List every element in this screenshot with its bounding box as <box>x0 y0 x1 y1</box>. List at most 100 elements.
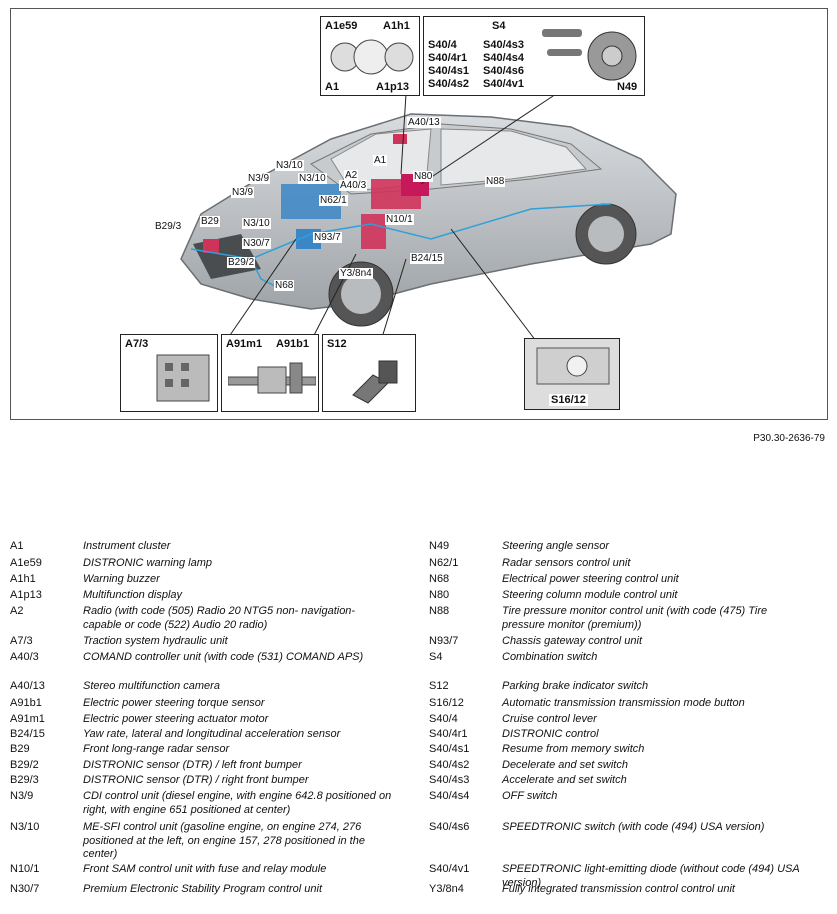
callout-label: B29 <box>200 216 220 227</box>
legend-code: A40/13 <box>10 680 45 692</box>
inset-label: S16/12 <box>549 394 588 406</box>
inset-power-steering: A91m1 A91b1 <box>221 334 319 412</box>
legend-description: Accelerate and set switch <box>502 774 627 786</box>
legend-description: Radar sensors control unit <box>502 557 631 569</box>
legend-code: A2 <box>10 605 24 617</box>
mode-button-icon <box>536 347 610 385</box>
inset-label: S40/4s4 <box>483 52 524 64</box>
legend-code: S40/4v1 <box>429 863 470 875</box>
legend-description: Instrument cluster <box>83 540 171 552</box>
callout-label: N62/1 <box>319 195 348 206</box>
legend-code: B29/2 <box>10 759 39 771</box>
legend-description: Parking brake indicator switch <box>502 680 649 692</box>
legend-code: B29 <box>10 743 30 755</box>
legend-code: A40/3 <box>10 651 39 663</box>
steering-rack-icon <box>228 362 316 394</box>
legend-description: Decelerate and set switch <box>502 759 628 771</box>
inset-label: A1 <box>325 81 340 93</box>
legend-description: Electric power steering torque sensor <box>83 697 265 709</box>
legend-description: Electrical power steering control unit <box>502 573 679 585</box>
legend-description: Multifunction display <box>83 589 183 601</box>
legend-code: Y3/8n4 <box>429 883 464 895</box>
legend-description: SPEEDTRONIC light-emitting diode (withou… <box>502 863 800 889</box>
legend-code: A91b1 <box>10 697 42 709</box>
inset-label: A91b1 <box>276 338 310 350</box>
legend-code: N62/1 <box>429 557 459 569</box>
callout-label: A40/3 <box>339 180 368 191</box>
legend-description: Yaw rate, lateral and longitudinal accel… <box>83 728 341 740</box>
callout-label: A1 <box>373 155 388 166</box>
legend-description: CDI control unit (diesel engine, with en… <box>83 790 392 816</box>
legend-description: Steering angle sensor <box>502 540 610 552</box>
callout-label: N3/10 <box>275 160 304 171</box>
legend-code: S40/4s3 <box>429 774 470 786</box>
legend-code: N80 <box>429 589 450 601</box>
legend-description: Front SAM control unit with fuse and rel… <box>83 863 327 875</box>
legend-code: N88 <box>429 605 450 617</box>
legend-code: A1p13 <box>10 589 42 601</box>
inset-parking-brake-switch: S12 <box>322 334 416 412</box>
inset-label: S40/4s6 <box>483 65 524 77</box>
legend-description: Front long-range radar sensor <box>83 743 230 755</box>
legend-code: S16/12 <box>429 697 464 709</box>
legend-code: A91m1 <box>10 713 45 725</box>
inset-instrument-cluster: A1e59 A1h1 A1 A1p13 <box>320 16 420 96</box>
legend-description: Traction system hydraulic unit <box>83 635 228 647</box>
callout-label: Y3/8n4 <box>339 268 373 279</box>
steering-column-switch-icon <box>542 29 637 81</box>
legend-code: A1 <box>10 540 24 552</box>
inset-label: A1h1 <box>383 20 410 32</box>
legend-code: S12 <box>429 680 449 692</box>
legend-code: N30/7 <box>10 883 40 895</box>
callout-label: N88 <box>485 176 506 187</box>
brake-switch-icon <box>352 360 398 404</box>
inset-label: A7/3 <box>125 338 149 350</box>
legend-description: SPEEDTRONIC switch (with code (494) USA … <box>502 821 765 833</box>
legend-description: Premium Electronic Stability Program con… <box>83 883 323 895</box>
inset-label: S4 <box>492 20 506 32</box>
legend-code: N49 <box>429 540 450 552</box>
legend-code: A7/3 <box>10 635 33 647</box>
legend-description: Tire pressure monitor control unit (with… <box>502 605 768 631</box>
legend-code: N68 <box>429 573 450 585</box>
callout-label: N3/9 <box>247 173 271 184</box>
legend-description: Combination switch <box>502 651 598 663</box>
inset-combination-switch: S4 S40/4 S40/4s3 S40/4r1 S40/4s4 S40/4s1… <box>423 16 645 96</box>
inset-hydraulic-unit: A7/3 <box>120 334 218 412</box>
legend-code: A1e59 <box>10 557 42 569</box>
legend-description: Warning buzzer <box>83 573 160 585</box>
inset-label: N49 <box>617 81 638 93</box>
legend-code: S40/4s6 <box>429 821 470 833</box>
legend-description: DISTRONIC sensor (DTR) / right front bum… <box>83 774 309 786</box>
inset-label: S40/4v1 <box>483 78 524 90</box>
legend-description: DISTRONIC sensor (DTR) / left front bump… <box>83 759 302 771</box>
callout-label: N80 <box>413 171 434 182</box>
callout-label: N10/1 <box>385 214 414 225</box>
callout-label: N3/10 <box>242 218 271 229</box>
legend-description: Automatic transmission transmission mode… <box>502 697 745 709</box>
legend-code: A1h1 <box>10 573 36 585</box>
inset-label: S12 <box>327 338 347 350</box>
inset-label: S40/4s1 <box>428 65 469 77</box>
callout-label: N93/7 <box>313 232 342 243</box>
inset-label: A1e59 <box>325 20 358 32</box>
gauge-cluster-icon <box>330 39 414 75</box>
inset-label: S40/4s2 <box>428 78 469 90</box>
callout-label: A40/13 <box>407 117 441 128</box>
legend-description: Resume from memory switch <box>502 743 645 755</box>
legend-description: Cruise control lever <box>502 713 597 725</box>
legend-code: S40/4s4 <box>429 790 470 802</box>
legend-description: Stereo multifunction camera <box>83 680 220 692</box>
legend-description: Radio (with code (505) Radio 20 NTG5 non… <box>83 605 356 631</box>
legend-code: S40/4s2 <box>429 759 470 771</box>
legend-description: DISTRONIC warning lamp <box>83 557 212 569</box>
legend-description: Fully integrated transmission control co… <box>502 883 735 895</box>
legend-description: DISTRONIC control <box>502 728 599 740</box>
legend-description: Steering column module control unit <box>502 589 678 601</box>
inset-transmission-mode-button: S16/12 <box>524 338 620 410</box>
legend-code: S40/4 <box>429 713 458 725</box>
callout-label: B29/2 <box>227 257 256 268</box>
callout-label: N68 <box>274 280 295 291</box>
callout-label: N3/10 <box>298 173 327 184</box>
inset-label: S40/4r1 <box>428 52 468 64</box>
